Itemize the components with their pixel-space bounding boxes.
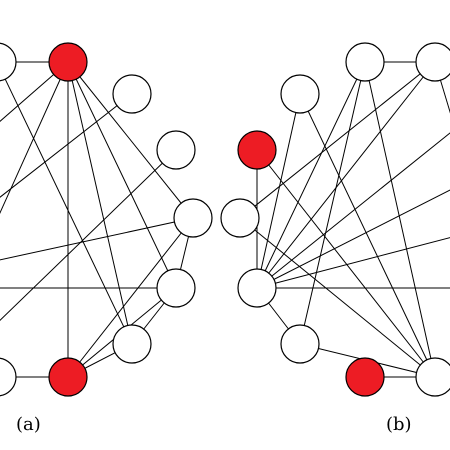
panel-a-edge-A5-L250: [0, 217, 194, 261]
panel-b-node-B3: [280, 74, 320, 114]
panel-b-edge-B6-R180: [256, 189, 450, 289]
panel-a-edge-A2-A6: [67, 61, 177, 289]
panel-b-node-B5: [220, 198, 260, 238]
panel-a-edge-A4-L320: [0, 149, 177, 322]
panel-b-nodes: [220, 42, 450, 397]
panel-b-edge-B6-B3: [256, 93, 301, 289]
panel-b-label: (b): [386, 414, 412, 435]
panel-a-node-A6: [156, 268, 196, 308]
panel-b-node-B6: [237, 268, 277, 308]
panel-b-highlighted-node-B8: [345, 357, 385, 397]
panel-b-edge-B7-B1: [299, 61, 366, 345]
panel-b-edge-B1-B9: [364, 61, 436, 378]
panel-a-node-A7: [112, 324, 152, 364]
panel-a-graph: [0, 42, 213, 397]
panel-b-highlighted-node-B4: [237, 130, 277, 170]
panel-a-edge-A2-L230: [0, 61, 69, 215]
panel-a-edge-A2-A7: [67, 61, 133, 345]
panel-b-node-B2: [415, 42, 450, 82]
panel-b-edge-B6-B2: [256, 61, 436, 289]
panel-b-edge-B6-B1: [256, 61, 366, 289]
panel-b-edge-B5-B2: [239, 61, 436, 219]
panel-b-node-B7: [280, 324, 320, 364]
panel-b-edge-B5-B9: [239, 217, 436, 378]
panel-b-graph: [220, 42, 450, 397]
panel-b-edge-B6-R120: [256, 132, 450, 289]
panel-a-edge-A5-A8: [67, 217, 194, 378]
panel-a-node-A9: [0, 357, 17, 397]
panel-b-node-B1: [345, 42, 385, 82]
panel-b-edge-B3-B9: [299, 93, 436, 378]
panel-a-node-A4: [156, 130, 196, 170]
panel-a-label: (a): [16, 414, 41, 435]
panel-b-edge-B4-B9: [256, 149, 436, 378]
panel-a-node-A1: [0, 42, 17, 82]
panel-a-node-A3: [112, 74, 152, 114]
panel-b-edge-B6-R230: [256, 237, 450, 289]
panel-a-highlighted-node-A2: [48, 42, 88, 82]
panel-a-highlighted-node-A8: [48, 357, 88, 397]
panel-a-nodes: [0, 42, 213, 397]
panel-a-edge-A3-L200: [0, 93, 133, 198]
panel-a-node-A5: [173, 198, 213, 238]
panel-a-edge-A1-A7: [0, 67, 133, 345]
panel-b-node-B9: [415, 357, 450, 397]
panel-a-edge-A2-A5: [67, 61, 194, 219]
